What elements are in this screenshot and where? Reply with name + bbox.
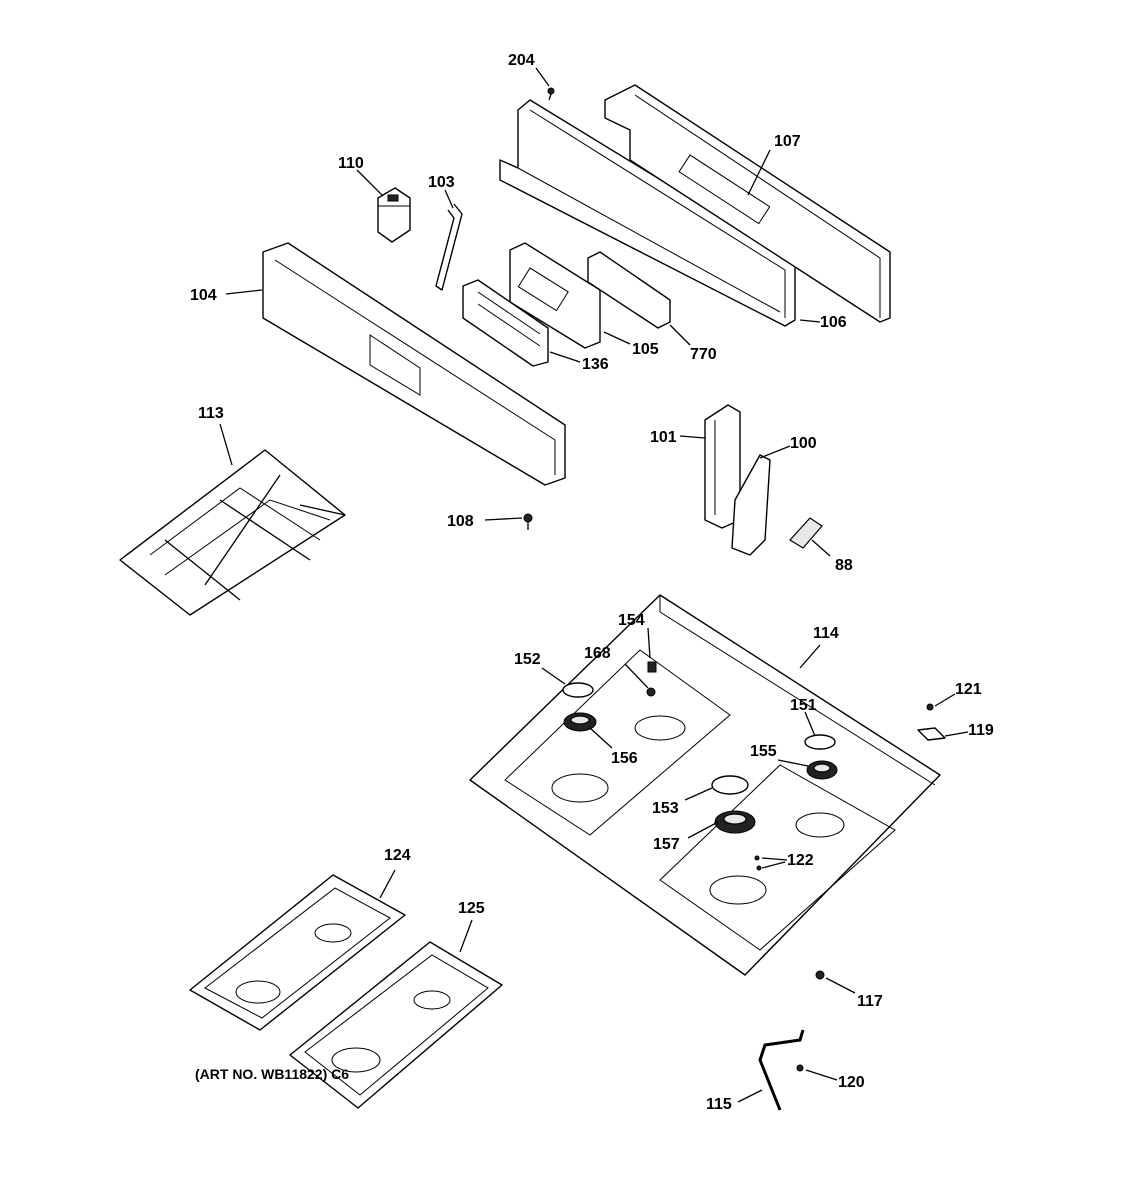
label-153: 153 — [652, 800, 679, 817]
part-168-spacer — [646, 687, 656, 697]
part-117-nut — [815, 970, 825, 980]
part-103-bracket — [435, 203, 463, 291]
label-770: 770 — [690, 346, 717, 363]
label-88: 88 — [835, 557, 853, 574]
part-125-drip-pan — [289, 941, 503, 1109]
label-113: 113 — [198, 405, 224, 422]
label-121: 121 — [955, 681, 982, 698]
label-154: 154 — [618, 612, 645, 629]
label-103: 103 — [428, 174, 455, 191]
part-154-orifice — [647, 661, 657, 673]
label-115: 115 — [706, 1096, 732, 1113]
label-100: 100 — [790, 435, 817, 452]
label-156: 156 — [611, 750, 638, 767]
part-136-overlay — [462, 279, 549, 367]
part-152-burner-cap — [562, 682, 594, 698]
label-114: 114 — [813, 625, 839, 642]
label-125: 125 — [458, 900, 485, 917]
part-122-screws — [754, 855, 762, 871]
label-104: 104 — [190, 287, 217, 304]
part-121-screw — [926, 703, 934, 711]
part-88-handle — [789, 517, 823, 549]
part-157-burner-head — [714, 810, 756, 834]
part-119-clip — [917, 727, 946, 741]
part-151-burner-cap — [804, 734, 836, 750]
label-122: 122 — [787, 852, 814, 869]
label-120: 120 — [838, 1074, 865, 1091]
label-106: 106 — [820, 314, 847, 331]
label-155: 155 — [750, 743, 777, 760]
part-204-screw — [547, 87, 555, 101]
part-104-control-panel — [262, 242, 566, 486]
label-204: 204 — [508, 52, 535, 69]
label-101: 101 — [650, 429, 677, 446]
part-156-burner-head — [563, 712, 597, 732]
part-115-gas-tube — [758, 1029, 805, 1111]
part-120-screw — [796, 1064, 804, 1072]
art-number-caption: (ART NO. WB11822) C6 — [195, 1066, 349, 1082]
part-107-rear-panel — [604, 84, 891, 323]
part-770-display — [587, 251, 671, 329]
part-113-burner-grate — [119, 449, 346, 616]
label-108: 108 — [447, 513, 474, 530]
part-153-burner-cap — [711, 775, 749, 795]
part-110-spark-module — [377, 187, 411, 243]
label-117: 117 — [857, 993, 883, 1010]
part-106-rear-trim — [499, 99, 796, 327]
label-136: 136 — [582, 356, 609, 373]
label-105: 105 — [632, 341, 659, 358]
part-108-screw — [523, 513, 533, 530]
label-107: 107 — [774, 133, 801, 150]
label-151: 151 — [790, 697, 817, 714]
label-152: 152 — [514, 651, 541, 668]
label-124: 124 — [384, 847, 411, 864]
label-110: 110 — [338, 155, 364, 172]
leader-lines — [219, 67, 969, 1103]
part-155-burner-head — [806, 760, 838, 780]
part-124-drip-pan — [189, 874, 406, 1031]
label-119: 119 — [968, 722, 994, 739]
part-100-side-trim — [731, 454, 771, 556]
label-168: 168 — [584, 645, 611, 662]
label-157: 157 — [653, 836, 680, 853]
